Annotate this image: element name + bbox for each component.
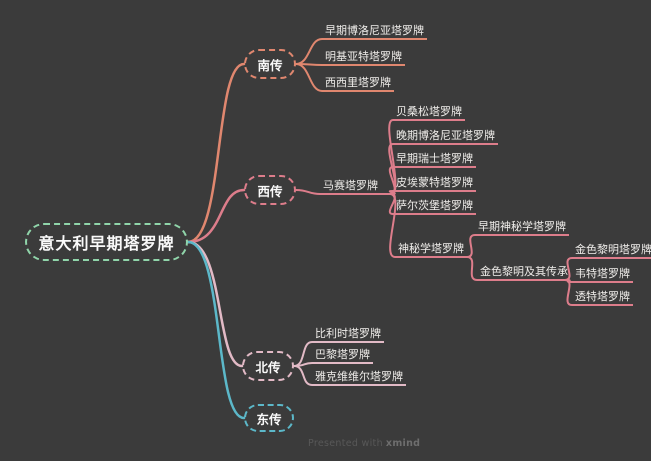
topic-occult[interactable]: 神秘学塔罗牌 — [395, 242, 467, 258]
topic-early-bologna[interactable]: 早期博洛尼亚塔罗牌 — [322, 24, 427, 40]
connector-root-east — [186, 240, 246, 420]
topic-piedmont[interactable]: 皮埃蒙特塔罗牌 — [393, 176, 476, 192]
topic-thoth[interactable]: 透特塔罗牌 — [572, 290, 633, 306]
topic-golden-dawn-legacy[interactable]: 金色黎明及其传承 — [477, 265, 568, 281]
connector-south-1 — [295, 38, 323, 65]
watermark-brand: xmind — [385, 438, 421, 449]
branch-west[interactable]: 西传 — [244, 175, 296, 205]
topic-salzburg[interactable]: 萨尔茨堡塔罗牌 — [393, 199, 476, 215]
watermark-prefix: Presented with — [308, 438, 383, 449]
connector-west-marseille — [295, 189, 321, 195]
topic-minchiate[interactable]: 明基亚特塔罗牌 — [322, 50, 405, 66]
connector-goldendawn-3 — [564, 279, 573, 306]
connector-root-west — [186, 188, 246, 244]
topic-late-bologna[interactable]: 晚期博洛尼亚塔罗牌 — [393, 129, 498, 145]
topic-besancon[interactable]: 贝桑松塔罗牌 — [393, 105, 465, 121]
topic-waite[interactable]: 韦特塔罗牌 — [572, 267, 633, 283]
topic-jacques-vieville[interactable]: 雅克维维尔塔罗牌 — [312, 370, 406, 386]
branch-north[interactable]: 北传 — [242, 351, 294, 381]
topic-paris[interactable]: 巴黎塔罗牌 — [312, 348, 373, 364]
topic-early-swiss[interactable]: 早期瑞士塔罗牌 — [393, 152, 476, 168]
connector-occult-1 — [466, 234, 476, 258]
connector-north-3 — [293, 365, 313, 386]
connector-occult-2 — [466, 256, 478, 281]
topic-belgian[interactable]: 比利时塔罗牌 — [312, 327, 384, 343]
connector-marseille-occult — [389, 193, 397, 258]
branch-east[interactable]: 东传 — [244, 404, 294, 432]
topic-sicilian[interactable]: 西西里塔罗牌 — [322, 76, 394, 92]
branch-south[interactable]: 南传 — [244, 49, 296, 79]
central-topic[interactable]: 意大利早期塔罗牌 — [25, 223, 188, 261]
topic-early-occult[interactable]: 早期神秘学塔罗牌 — [475, 220, 569, 236]
connector-south-3 — [295, 63, 323, 92]
connector-root-south — [186, 62, 246, 244]
topic-golden-dawn[interactable]: 金色黎明塔罗牌 — [572, 243, 651, 259]
topic-marseille[interactable]: 马赛塔罗牌 — [320, 179, 390, 195]
